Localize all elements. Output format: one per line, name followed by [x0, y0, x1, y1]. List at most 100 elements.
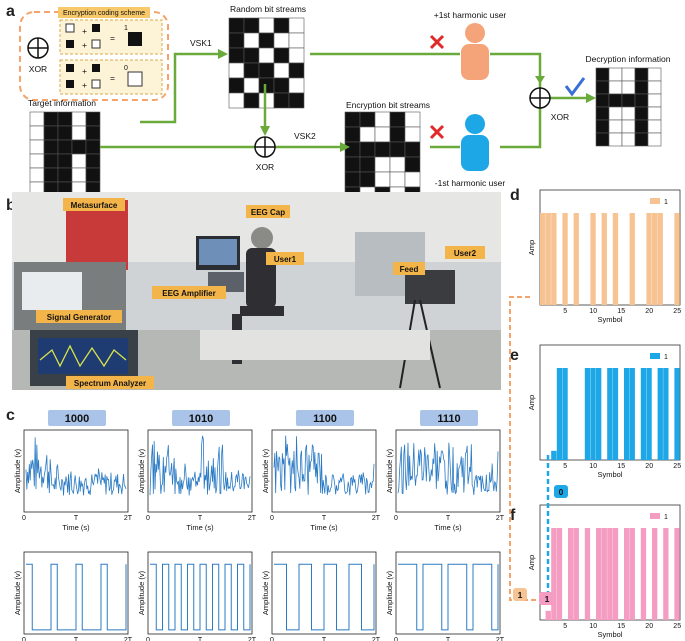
- bar: [545, 213, 551, 305]
- x-axis-label: Time (s): [62, 523, 90, 532]
- bar: [674, 213, 680, 305]
- bar: [629, 368, 635, 460]
- legend-swatch: [650, 353, 660, 359]
- bar: [584, 528, 591, 620]
- grid-cell: [288, 77, 305, 94]
- xor-symbol-mid: [254, 136, 276, 158]
- x-tick-label: 20: [645, 463, 653, 470]
- grid-cell: [647, 106, 662, 121]
- grid-cell: [243, 47, 260, 64]
- panel-label-d: d: [510, 187, 520, 204]
- x-tick-label: 0: [394, 637, 398, 641]
- x-tick-label: 20: [645, 308, 653, 315]
- bar: [624, 368, 630, 460]
- waveform-line: [149, 435, 251, 496]
- grid-cell: [344, 156, 361, 173]
- grid-cell: [621, 132, 636, 147]
- x-tick-label: 10: [589, 308, 597, 315]
- grid-cell: [273, 32, 290, 49]
- x-tick-label: 5: [563, 623, 567, 630]
- user-orange-icon: [461, 23, 489, 80]
- grid-cell: [374, 111, 391, 128]
- spectrum-screen: [38, 338, 128, 374]
- coding-scheme-title: Encryption coding scheme: [63, 10, 145, 17]
- x-tick-label: 15: [617, 308, 625, 315]
- bit-black: [66, 40, 74, 48]
- grid-cell: [43, 153, 59, 169]
- plot-axes: [395, 429, 501, 513]
- x-tick-label: 5: [563, 463, 567, 470]
- result-0: 0: [124, 65, 128, 72]
- waveform-line: [25, 437, 127, 496]
- x-tick-label: 20: [645, 623, 653, 630]
- tag-eeg-amplifier: EEG Amplifier: [162, 289, 216, 298]
- x-tick-label: 25: [673, 623, 681, 630]
- x-tick-label: 0: [270, 515, 274, 522]
- xor-symbol-right: [529, 87, 551, 109]
- grid-cell: [608, 80, 623, 95]
- random-grid: [228, 17, 305, 109]
- grid-cell: [29, 153, 45, 169]
- bar: [601, 528, 607, 620]
- result-1: 1: [124, 25, 128, 32]
- xor-label-right: XOR: [551, 112, 569, 122]
- flow-arrows: [100, 52, 588, 149]
- grid-cell: [71, 153, 87, 169]
- y-axis-label: Amplitude (v): [261, 448, 270, 493]
- bar: [629, 213, 635, 305]
- x-tick-label: 25: [673, 308, 681, 315]
- bar: [646, 213, 652, 305]
- scheme-row-1: [59, 19, 163, 55]
- code-tag: 1010: [189, 413, 213, 425]
- waveform-line: [274, 563, 375, 631]
- grid-cell: [85, 125, 101, 141]
- plus-sign: +: [82, 40, 87, 50]
- x-tick-label: T: [446, 515, 451, 522]
- plot-axes: [147, 429, 253, 513]
- scheme-row-2: [59, 59, 163, 95]
- tag-spectrum-analyzer: Spectrum Analyzer: [74, 379, 146, 388]
- grid-cell: [647, 80, 662, 95]
- signal-generator-screen: [22, 272, 82, 310]
- bar: [657, 368, 663, 460]
- panel-label-a: a: [6, 3, 15, 20]
- bar: [652, 528, 658, 620]
- grid-cell: [595, 106, 610, 121]
- bit-black: [92, 64, 100, 72]
- bar: [590, 368, 596, 460]
- x-tick-label: 0: [394, 515, 398, 522]
- badge-one-left: 1: [518, 590, 523, 600]
- y-axis-label: Amplitude (v): [385, 448, 394, 493]
- badge-one: 1: [545, 594, 550, 604]
- grid-cell: [647, 67, 662, 82]
- bar: [646, 368, 652, 460]
- grid-cell: [273, 92, 290, 109]
- grid-cell: [228, 92, 245, 109]
- legend-swatch: [650, 198, 660, 204]
- grid-cell: [608, 93, 623, 108]
- bar: [663, 528, 669, 620]
- red-x-icon: [429, 34, 445, 50]
- bar: [568, 528, 574, 620]
- red-x-icon: [429, 124, 445, 140]
- target-info-label: Target information: [28, 98, 96, 108]
- vsk1-label: VSK1: [190, 38, 212, 48]
- grid-cell: [374, 156, 391, 173]
- grid-cell: [273, 47, 290, 64]
- x-tick-label: 0: [270, 637, 274, 641]
- bar: [652, 213, 658, 305]
- grid-cell: [634, 93, 649, 108]
- x-tick-label: 0: [146, 637, 150, 641]
- waveform-line: [397, 442, 499, 496]
- badge-zero-bg: [554, 485, 568, 498]
- bar: [556, 368, 563, 460]
- grid-cell: [634, 67, 649, 82]
- x-tick-label: 2T: [124, 637, 133, 641]
- bar: [624, 528, 630, 620]
- legend-swatch: [650, 513, 660, 519]
- grid-cell: [288, 17, 305, 34]
- grid-cell: [621, 80, 636, 95]
- bar: [607, 368, 613, 460]
- x-tick-label: T: [198, 637, 203, 641]
- bar: [640, 528, 647, 620]
